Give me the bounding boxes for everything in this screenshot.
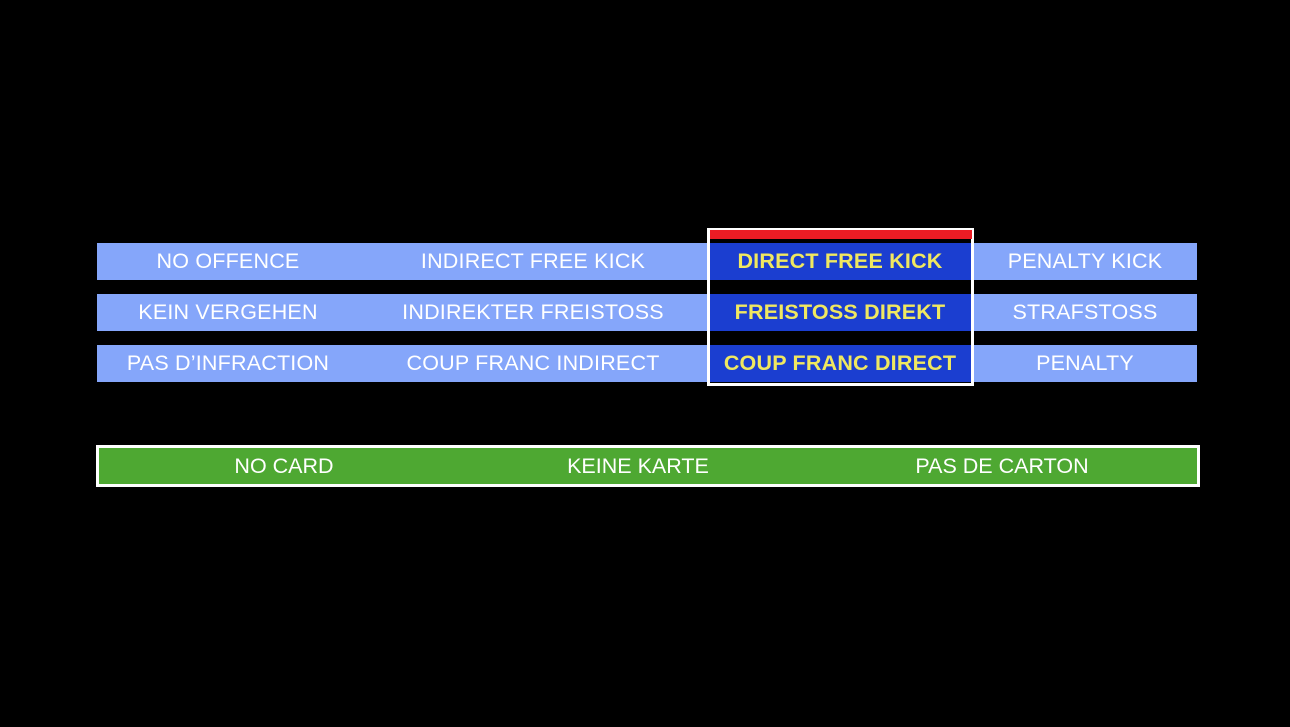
- matrix-cell-penalty-kick-en[interactable]: PENALTY KICK: [973, 243, 1197, 280]
- matrix-cell-no-offence-fr[interactable]: PAS D’INFRACTION: [97, 345, 359, 382]
- matrix-cell-no-offence-de[interactable]: KEIN VERGEHEN: [97, 294, 359, 331]
- no-card-label-en: NO CARD: [234, 453, 334, 478]
- matrix-cell-penalty-kick-fr[interactable]: PENALTY: [973, 345, 1197, 382]
- matrix-row: NO OFFENCE INDIRECT FREE KICK DIRECT FRE…: [97, 243, 1197, 280]
- matrix-cell-no-offence-en[interactable]: NO OFFENCE: [97, 243, 359, 280]
- decision-matrix: NO OFFENCE INDIRECT FREE KICK DIRECT FRE…: [97, 243, 1197, 382]
- matrix-cell-direct-free-kick-en[interactable]: DIRECT FREE KICK: [707, 243, 973, 280]
- matrix-cell-indirect-free-kick-fr[interactable]: COUP FRANC INDIRECT: [359, 345, 707, 382]
- no-card-banner[interactable]: NO CARD KEINE KARTE PAS DE CARTON: [96, 445, 1200, 487]
- selection-marker-bar: [710, 230, 972, 239]
- no-card-label-fr: PAS DE CARTON: [915, 453, 1089, 478]
- matrix-cell-penalty-kick-de[interactable]: STRAFSTOSS: [973, 294, 1197, 331]
- matrix-cell-indirect-free-kick-de[interactable]: INDIREKTER FREISTOSS: [359, 294, 707, 331]
- matrix-cell-direct-free-kick-fr[interactable]: COUP FRANC DIRECT: [707, 345, 973, 382]
- matrix-row: PAS D’INFRACTION COUP FRANC INDIRECT COU…: [97, 345, 1197, 382]
- matrix-row: KEIN VERGEHEN INDIREKTER FREISTOSS FREIS…: [97, 294, 1197, 331]
- matrix-cell-direct-free-kick-de[interactable]: FREISTOSS DIREKT: [707, 294, 973, 331]
- no-card-label-de: KEINE KARTE: [567, 453, 709, 478]
- matrix-cell-indirect-free-kick-en[interactable]: INDIRECT FREE KICK: [359, 243, 707, 280]
